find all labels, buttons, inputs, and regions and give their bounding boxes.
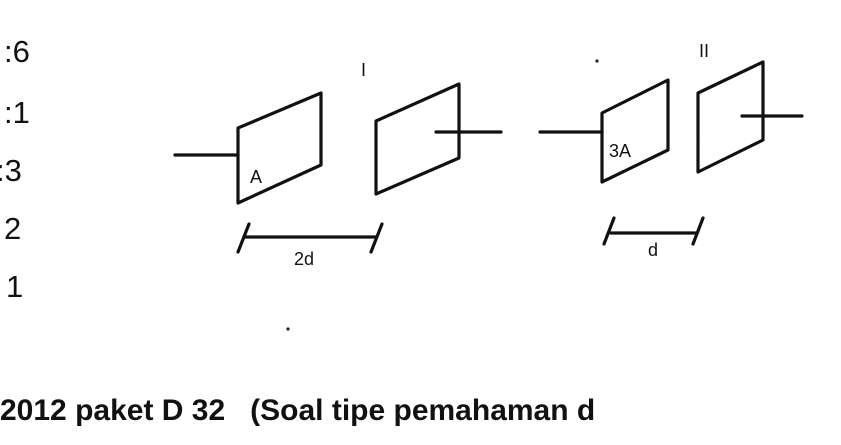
distance-marker-1-left-tick <box>236 222 251 254</box>
option-3: :3 <box>0 153 22 188</box>
option-1: :6 <box>4 34 30 69</box>
plate-area-label-a: A <box>250 167 262 187</box>
speck-dot <box>286 327 290 331</box>
distance-label-d: d <box>648 240 658 260</box>
setup-2-label: II <box>699 41 709 61</box>
speck-dot <box>595 59 599 63</box>
option-4: 2 <box>4 211 22 246</box>
question-source-caption: 2012 paket D 32 (Soal tipe pemahaman d <box>0 394 596 427</box>
setup-1-plate-right <box>374 82 461 196</box>
plate-area-label-3a: 3A <box>609 141 631 161</box>
distance-marker-1-right-tick <box>369 222 384 254</box>
option-5: 1 <box>6 269 24 304</box>
distance-label-2d: 2d <box>294 249 314 269</box>
setup-1-plate-left <box>236 91 323 205</box>
setup-2-plate-left <box>600 78 670 184</box>
setup-1-label: I <box>361 60 366 80</box>
distance-marker-2-left-tick <box>602 216 616 246</box>
option-2: :1 <box>4 95 30 130</box>
setup-2-plate-right <box>696 60 765 174</box>
distance-marker-2-right-tick <box>691 216 705 246</box>
